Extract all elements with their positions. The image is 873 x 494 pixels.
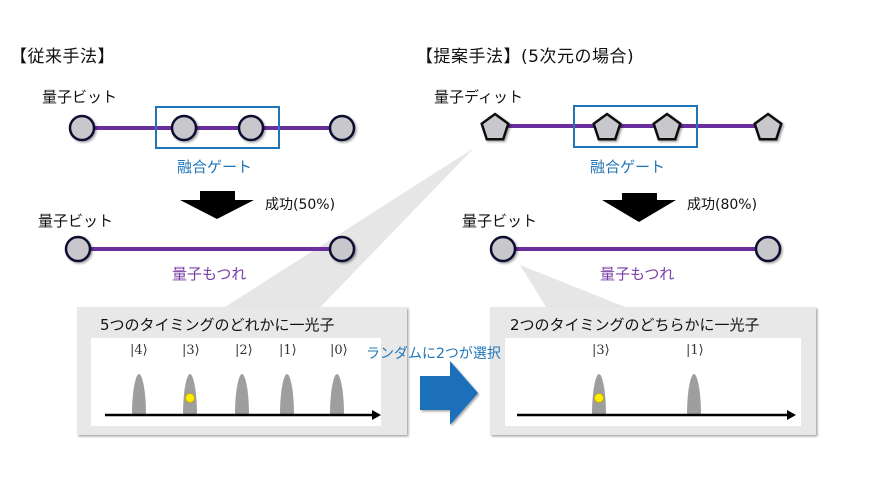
- right-ket-label: |1⟩: [686, 343, 704, 358]
- photon-marker: [594, 393, 604, 403]
- conv-entanglement-label: 量子もつれ: [172, 265, 247, 283]
- left-timing-pulse: [235, 374, 249, 415]
- conv-success-label: 成功(50%): [265, 197, 336, 213]
- prop-output-qubit-node: [754, 235, 782, 263]
- transition-arrow-icon: [420, 361, 478, 425]
- prop-output-label: 量子ビット: [462, 212, 538, 230]
- qudit-node: [753, 112, 783, 141]
- right-timing-pulse: [687, 374, 701, 415]
- prop-fusion-gate-box: [573, 105, 698, 148]
- right-panel-title: 2つのタイミングのどちらかに一光子: [510, 316, 760, 334]
- left-time-axis-arrowhead: [372, 410, 381, 420]
- conv-qubit-node: [237, 114, 265, 142]
- left-timing-pulse: [280, 374, 294, 415]
- right-time-axis-arrowhead: [787, 410, 796, 420]
- transition-label: ランダムに2つが選択: [366, 346, 501, 362]
- right-panel-plot-bg: [505, 338, 801, 426]
- left-ket-label: |1⟩: [279, 343, 297, 358]
- conv-output-label: 量子ビット: [38, 212, 114, 230]
- prop-entanglement-label: 量子もつれ: [600, 265, 675, 283]
- conv-gate-label: 融合ゲート: [177, 158, 253, 176]
- left-timing-pulse: [330, 374, 344, 415]
- proposed-heading: 【提案手法】(5次元の場合): [416, 47, 635, 67]
- left-callout-wedge: [200, 148, 474, 323]
- conv-fusion-gate-box: [155, 106, 280, 149]
- right-ket-label: |3⟩: [592, 343, 610, 358]
- prop-output-qubit-node: [489, 235, 517, 263]
- left-ket-label: |2⟩: [235, 343, 253, 358]
- qudit-node: [480, 112, 510, 141]
- prop-success-label: 成功(80%): [687, 197, 758, 213]
- conv-qubit-node: [328, 114, 356, 142]
- conv-qubit-node: [68, 114, 96, 142]
- prop-input-label: 量子ディット: [434, 88, 523, 106]
- qudit-node: [652, 112, 682, 141]
- conv-output-qubit-node: [328, 235, 356, 263]
- conv-output-qubit-node: [64, 235, 92, 263]
- prop-gate-label: 融合ゲート: [590, 158, 666, 176]
- conv-qubit-node: [170, 114, 198, 142]
- conv-down-arrow-icon: [180, 191, 254, 219]
- prop-down-arrow-icon: [602, 193, 676, 222]
- conv-input-label: 量子ビット: [42, 88, 118, 106]
- left-timing-pulse: [132, 374, 146, 415]
- photon-marker: [185, 393, 195, 403]
- left-ket-label: |3⟩: [182, 343, 200, 358]
- left-ket-label: |0⟩: [330, 343, 348, 358]
- conventional-heading: 【従来手法】: [10, 47, 115, 67]
- qudit-node: [592, 112, 622, 141]
- left-ket-label: |4⟩: [130, 343, 148, 358]
- left-panel-title: 5つのタイミングのどれかに一光子: [100, 316, 335, 334]
